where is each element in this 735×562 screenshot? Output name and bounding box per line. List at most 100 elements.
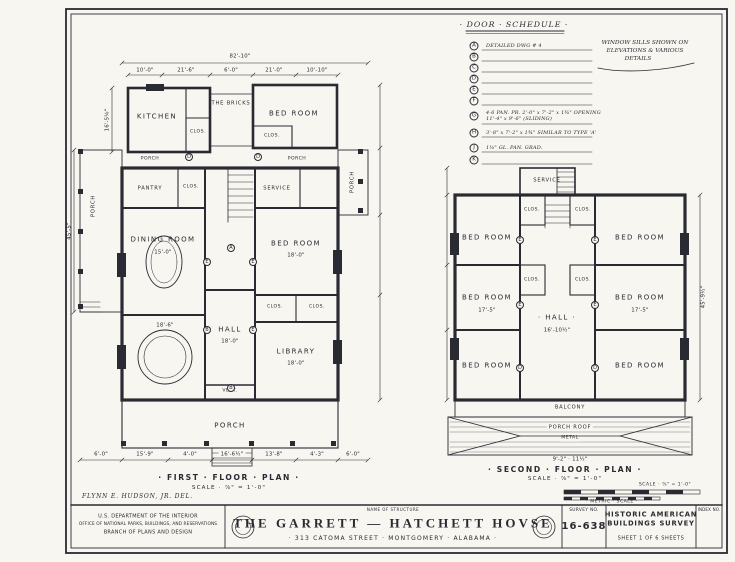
- porch-label-right: PORCH: [349, 170, 356, 194]
- scale-bars: [563, 489, 701, 501]
- survey-no-label: SURVEY NO.: [569, 507, 599, 513]
- door-marker: E: [249, 258, 257, 266]
- stamp-seals: [231, 515, 556, 539]
- first-floor-linework: [78, 83, 369, 467]
- schedule-note-line: ELEVATIONS & VARIOUS: [606, 48, 684, 55]
- door-marker: D: [591, 364, 599, 372]
- second-floor-caption: · SECOND · FLOOR · PLAN ·: [488, 465, 642, 475]
- second-floor-chimneys: [450, 233, 689, 360]
- dim-label-bedroom: 18'-0": [287, 252, 305, 259]
- closet-label: CLOS.: [263, 133, 281, 139]
- closet-label: CLOS.: [574, 207, 592, 213]
- dim-label: 17'-5": [631, 307, 649, 314]
- porch-label-bottom: PORCH: [214, 421, 246, 430]
- metric-scale-label: · METRIC · SCALE ·: [586, 499, 638, 505]
- door-marker: E: [249, 326, 257, 334]
- room-label-bedroom-mid: BED ROOM: [271, 239, 321, 248]
- door-type-marker: B: [469, 52, 479, 62]
- door-type-marker: F: [469, 96, 479, 106]
- door-marker: E: [516, 236, 524, 244]
- survey-number: 16-638: [561, 521, 607, 532]
- room-label-bed-tl: BED ROOM: [462, 233, 512, 242]
- schedule-row-text: DETAILED DWG # 4: [486, 42, 542, 49]
- room-label-library: LIBRARY: [276, 347, 316, 356]
- habs-line-2: BUILDINGS SURVEY: [607, 519, 695, 528]
- schedule-note-line: WINDOW SILLS SHOWN ON: [601, 40, 689, 47]
- door-type-marker: K: [469, 155, 479, 165]
- door-marker: D: [185, 153, 193, 161]
- dim-label-vertical: 16'-5⅝": [104, 108, 111, 132]
- sheet-border: [65, 8, 728, 554]
- dim-label: 6'-0": [346, 451, 360, 458]
- closet-label: CLOS.: [182, 184, 200, 190]
- index-no-label: INDEX NO.: [697, 507, 721, 512]
- balcony-label: BALCONY: [554, 404, 586, 411]
- dim-label: 16'-6½": [218, 451, 246, 458]
- dim-label: 13'-8": [265, 451, 283, 458]
- closet-label: CLOS.: [574, 277, 592, 283]
- dim-label: 15'-9": [136, 451, 154, 458]
- room-label-kitchen: KITCHEN: [136, 112, 178, 121]
- dim-label-vertical: 45'-9½": [700, 285, 707, 309]
- schedule-row-text: 1⅜" GL. PAN. GRAD.: [486, 144, 543, 151]
- dim-label: 21'-6": [177, 67, 195, 74]
- door-marker: B: [203, 326, 211, 334]
- dim-label-overall: 82'-10": [229, 53, 251, 60]
- door-type-marker: D: [469, 74, 479, 84]
- schedule-row-text: 4-6 PAN. PR. 2'-0" x 7'-2" x 1¾" OPENING…: [486, 109, 601, 122]
- dept-line-1: U.S. DEPARTMENT OF THE INTERIOR: [98, 513, 198, 520]
- schedule-note-line: DETAILS: [624, 56, 652, 63]
- room-label-hall-2: · HALL ·: [536, 313, 578, 322]
- dim-label-library: 18'-0": [287, 360, 305, 367]
- dim-label-round-room: 18'-6": [156, 322, 174, 329]
- door-type-marker: E: [469, 85, 479, 95]
- dimension-lines: [71, 60, 703, 463]
- room-label-bed-br: BED ROOM: [615, 361, 665, 370]
- dim-label: 16'-10½": [541, 327, 573, 334]
- room-label-hall: HALL: [218, 325, 242, 334]
- structure-title: THE GARRETT — HATCHETT HOVSE: [233, 515, 553, 531]
- dim-label-hall: 18'-0": [221, 338, 239, 345]
- closet-label: CLOS.: [523, 207, 541, 213]
- door-marker: D: [254, 153, 262, 161]
- dept-line-2: OFFICE OF NATIONAL PARKS, BUILDINGS, AND…: [78, 521, 218, 527]
- room-label-bed-mr: BED ROOM: [615, 293, 665, 302]
- dim-label: 17'-5": [478, 307, 496, 314]
- dept-line-3: BRANCH OF PLANS AND DESIGN: [103, 529, 193, 536]
- first-floor-caption: · FIRST · FLOOR · PLAN ·: [158, 473, 300, 483]
- porch-label-top-right: PORCH: [287, 156, 307, 162]
- room-label-bed-tr: BED ROOM: [615, 233, 665, 242]
- door-type-marker: G: [469, 111, 479, 121]
- door-marker: D: [516, 364, 524, 372]
- dim-label-dining: 15'-0": [154, 249, 172, 256]
- dim-label: 4'-3": [310, 451, 324, 458]
- room-label-bedroom-top: BED ROOM: [269, 109, 319, 118]
- closet-label: CLOS.: [189, 129, 207, 135]
- door-marker: A: [227, 244, 235, 252]
- door-type-marker: J: [469, 143, 479, 153]
- door-type-marker: H: [469, 128, 479, 138]
- first-floor-scale: SCALE · ⅞" = 1'-0": [191, 485, 267, 492]
- dim-label: 21'-0": [265, 67, 283, 74]
- first-floor-columns-and-chimneys: [78, 84, 363, 446]
- closet-label: CLOS.: [266, 304, 284, 310]
- habs-line-1: HISTORIC AMERICAN: [604, 510, 698, 519]
- dim-label-vertical: 45'-5": [66, 222, 73, 240]
- room-label-bed-ml: BED ROOM: [462, 293, 512, 302]
- door-marker: E: [591, 236, 599, 244]
- closet-label: CLOS.: [523, 277, 541, 283]
- room-label-dining: DINING ROOM: [130, 235, 196, 244]
- dim-label: 6'-0": [94, 451, 108, 458]
- name-of-structure-label: NAME OF STRUCTURE: [366, 507, 420, 512]
- porch-label-left: PORCH: [90, 194, 97, 218]
- dim-label: 10'-0": [136, 67, 154, 74]
- door-type-marker: A: [469, 41, 479, 51]
- door-marker: E: [203, 258, 211, 266]
- second-floor-scale: SCALE · ⅞" = 1'-0": [527, 476, 603, 483]
- sheet-count: SHEET 1 OF 6 SHEETS: [617, 535, 685, 542]
- structure-address: · 313 CATOMA STREET · MONTGOMERY · ALABA…: [288, 535, 498, 542]
- door-marker: E: [591, 301, 599, 309]
- porch-label-top-left: PORCH: [140, 156, 160, 162]
- door-schedule-rules: [465, 30, 695, 165]
